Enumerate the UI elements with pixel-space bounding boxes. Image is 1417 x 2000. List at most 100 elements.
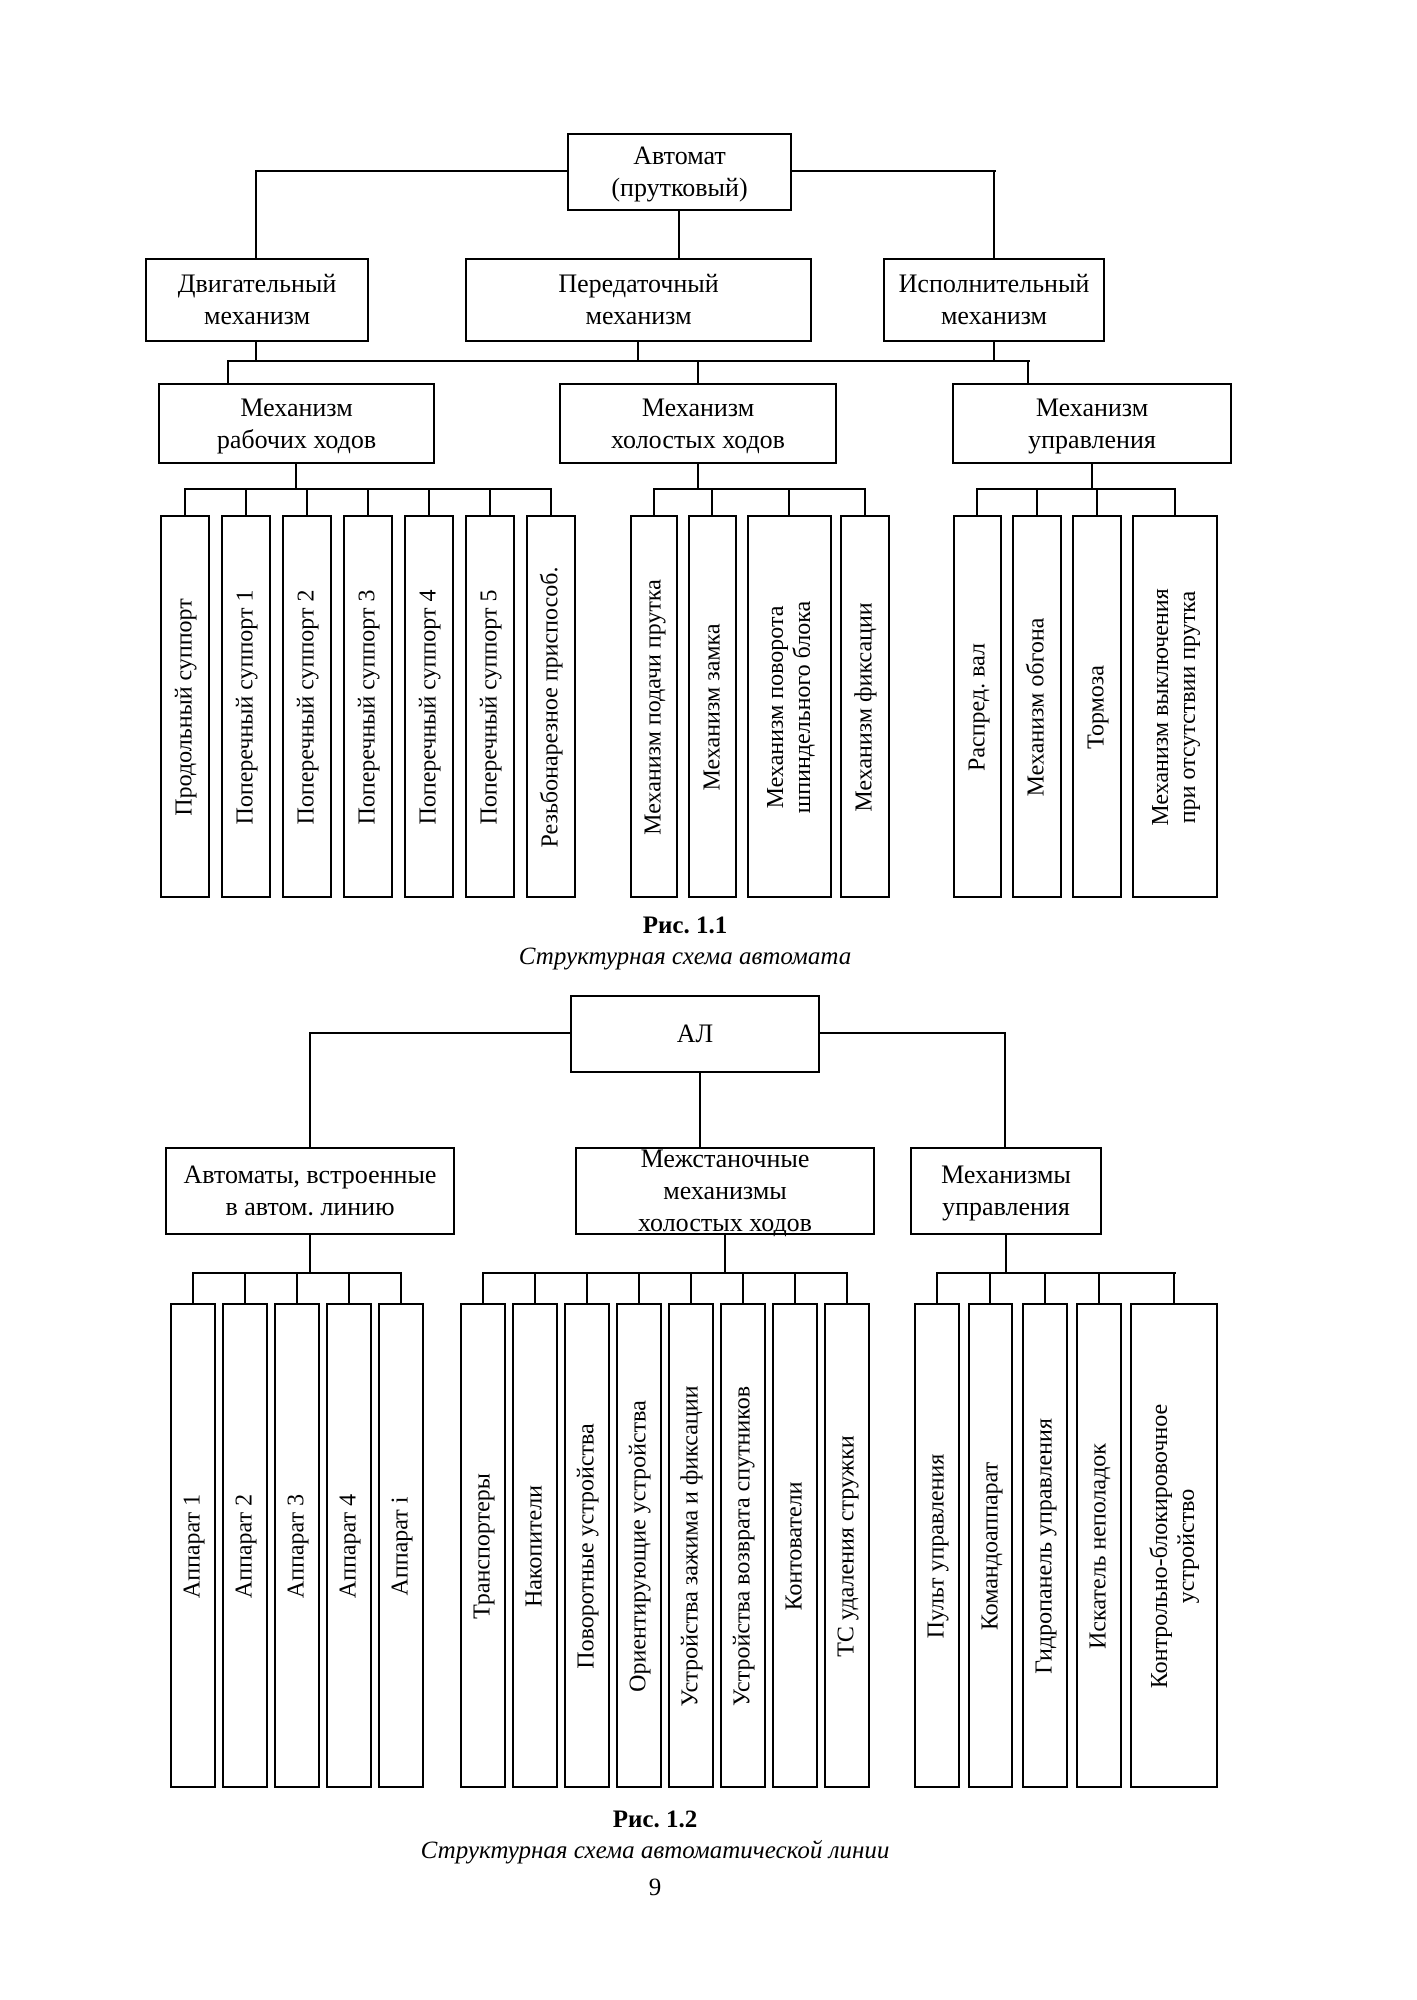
box-label: Контователи — [781, 1481, 808, 1610]
fig1-leaf-box: Механизм замка — [688, 515, 737, 898]
fig2-root-box: АЛ — [570, 995, 820, 1073]
connector-line — [1091, 464, 1093, 490]
fig2-leaf-box: Аппарат i — [378, 1303, 424, 1788]
connector-line — [255, 170, 257, 260]
box-label: Транспортеры — [469, 1472, 496, 1619]
box-label: Механизм рабочих ходов — [216, 392, 377, 454]
fig1-branch-box: Механизм холостых ходов — [559, 383, 837, 464]
connector-line — [818, 1032, 1006, 1034]
connector-line — [724, 1235, 726, 1274]
box-label: Тормоза — [1083, 664, 1110, 749]
connector-line — [227, 360, 229, 385]
box-label: Механизм управления — [1028, 392, 1156, 454]
box-label: Поперечный суппорт 1 — [232, 589, 259, 824]
connector-line — [245, 488, 247, 515]
fig1-caption-title: Структурная схема автомата — [518, 943, 852, 970]
box-label: ТС удаления стружки — [833, 1434, 860, 1657]
connector-line — [309, 1235, 311, 1274]
box-label: Механизм выключения при отсутствии прутк… — [1148, 587, 1201, 826]
fig1-branch-box: Исполнительный механизм — [883, 258, 1105, 342]
fig1-leaf-box: Резьбонарезное приспособ. — [526, 515, 576, 898]
fig2-leaf-box: Контрольно-блокировочное устройство — [1130, 1303, 1218, 1788]
fig2-leaf-box: Устройства зажима и фиксации — [668, 1303, 714, 1788]
connector-line — [742, 1272, 744, 1305]
fig1-leaf-box: Поперечный суппорт 4 — [404, 515, 454, 898]
fig2-leaf-box: Командоаппарат — [968, 1303, 1013, 1788]
connector-line — [428, 488, 430, 515]
connector-line — [846, 1272, 848, 1305]
connector-line — [534, 1272, 536, 1305]
box-label: Резьбонарезное приспособ. — [537, 566, 564, 847]
connector-line — [1173, 1272, 1175, 1305]
fig1-leaf-box: Тормоза — [1072, 515, 1122, 898]
box-label: Продольный суппорт — [171, 597, 198, 816]
box-label: Поворотные устройства — [573, 1422, 600, 1669]
fig2-leaf-box: Гидропанель управления — [1022, 1303, 1068, 1788]
box-label: Устройства зажима и фиксации — [677, 1385, 704, 1706]
fig2-leaf-box: Транспортеры — [460, 1303, 506, 1788]
fig2-leaf-box: Контователи — [772, 1303, 818, 1788]
box-label: Аппарат i — [387, 1496, 414, 1595]
connector-line — [184, 488, 186, 515]
box-label: Механизм поворота шпиндельного блока — [762, 600, 816, 813]
connector-line — [550, 488, 552, 515]
fig1-leaf-box: Механизм поворота шпиндельного блока — [747, 515, 832, 898]
fig1-leaf-box: Механизм фиксации — [840, 515, 890, 898]
connector-line — [697, 360, 699, 385]
connector-line — [790, 170, 996, 172]
fig2-branch-box: Механизмы управления — [910, 1147, 1102, 1235]
connector-line — [678, 211, 680, 260]
connector-line — [699, 1073, 701, 1149]
box-label: Аппарат 3 — [283, 1493, 310, 1598]
connector-line — [489, 488, 491, 515]
connector-line — [192, 1272, 194, 1305]
fig1-leaf-box: Механизм обгона — [1012, 515, 1062, 898]
box-label: Двигательный механизм — [177, 269, 337, 330]
box-label: Механизм замка — [699, 623, 726, 790]
connector-line — [989, 1272, 991, 1305]
box-label: Аппарат 4 — [335, 1493, 362, 1598]
box-label: Накопители — [521, 1484, 548, 1607]
box-label: Аппарат 2 — [231, 1493, 258, 1598]
connector-line — [309, 1032, 571, 1034]
connector-line — [400, 1272, 402, 1305]
connector-line — [794, 1272, 796, 1305]
connector-line — [309, 1032, 311, 1149]
fig2-leaf-box: Аппарат 4 — [326, 1303, 372, 1788]
box-label: Автоматы, встроенные в автом. линию — [183, 1160, 437, 1221]
connector-line — [653, 488, 655, 515]
fig1-leaf-box: Механизм выключения при отсутствии прутк… — [1132, 515, 1218, 898]
connector-line — [482, 1272, 484, 1305]
fig1-branch-box: Двигательный механизм — [145, 258, 369, 342]
box-label: Контрольно-блокировочное устройство — [1147, 1403, 1200, 1688]
box-label: Механизмы управления — [941, 1160, 1071, 1221]
box-label: Механизм обгона — [1023, 617, 1050, 796]
box-label: Поперечный суппорт 5 — [476, 589, 503, 824]
box-label: Гидропанель управления — [1031, 1417, 1058, 1674]
connector-line — [976, 488, 1176, 490]
connector-line — [690, 1272, 692, 1305]
connector-line — [637, 342, 639, 362]
fig1-leaf-box: Продольный суппорт — [160, 515, 210, 898]
fig2-leaf-box: ТС удаления стружки — [824, 1303, 870, 1788]
connector-line — [367, 488, 369, 515]
fig1-leaf-box: Механизм подачи прутка — [630, 515, 678, 898]
fig2-leaf-box: Аппарат 2 — [222, 1303, 268, 1788]
connector-line — [993, 342, 995, 362]
connector-line — [482, 1272, 848, 1274]
connector-line — [864, 488, 866, 515]
fig2-caption-number: Рис. 1.2 — [612, 1806, 698, 1833]
fig1-leaf-box: Поперечный суппорт 3 — [343, 515, 393, 898]
connector-line — [653, 488, 866, 490]
fig1-branch-box: Механизм рабочих ходов — [158, 383, 435, 464]
box-label: Командоаппарат — [977, 1461, 1004, 1630]
fig2-branch-box: Автоматы, встроенные в автом. линию — [165, 1147, 455, 1235]
fig1-leaf-box: Распред. вал — [953, 515, 1002, 898]
fig2-leaf-box: Накопители — [512, 1303, 558, 1788]
fig1-root-box: Автомат (прутковый) — [567, 133, 792, 211]
fig1-leaf-box: Поперечный суппорт 1 — [221, 515, 271, 898]
fig2-leaf-box: Аппарат 3 — [274, 1303, 320, 1788]
connector-line — [993, 170, 995, 260]
fig1-root-label: Автомат (прутковый) — [611, 141, 748, 202]
box-label: Механизм подачи прутка — [640, 578, 667, 835]
